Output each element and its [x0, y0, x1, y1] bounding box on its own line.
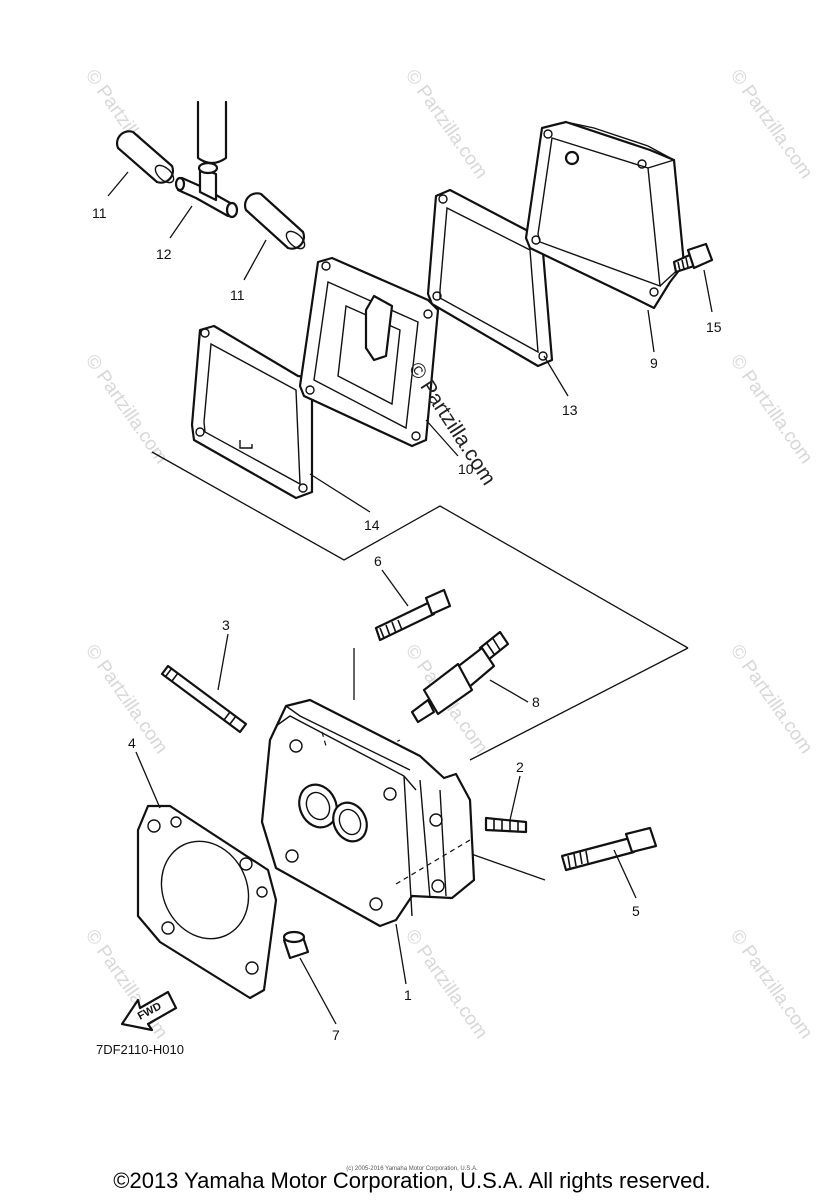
part-3-stud [160, 664, 248, 734]
part-10-breather-plate [298, 256, 440, 448]
callout-12: 12 [156, 246, 172, 262]
watermark: © Partzilla.com [726, 66, 817, 183]
watermark: © Partzilla.com [81, 641, 172, 758]
part-7-dowel-pin [282, 930, 310, 960]
callout-11: 11 [230, 287, 245, 303]
callout-15: 15 [706, 319, 722, 335]
part-5-bolt [560, 826, 658, 872]
callout-10: 10 [458, 461, 474, 477]
part-9-valve-cover [524, 120, 686, 310]
part-15-bolt [672, 242, 714, 274]
fine-print: (c) 2005-2016 Yamaha Motor Corporation, … [346, 1166, 478, 1172]
part-8-spark-plug [410, 630, 510, 724]
fwd-arrow: FWD [120, 990, 178, 1032]
callout-8: 8 [532, 694, 540, 710]
watermark: © Partzilla.com [726, 641, 817, 758]
watermark: © Partzilla.com [81, 351, 172, 468]
diagram-code: 7DF2110-H010 [96, 1042, 184, 1057]
part-14-gasket [190, 324, 314, 500]
callout-11: 11 [92, 205, 107, 221]
part-4-head-gasket [136, 804, 278, 1000]
callout-6: 6 [374, 553, 382, 569]
part-12-t-fitting [174, 161, 239, 219]
part-2-stud [484, 816, 528, 834]
callout-4: 4 [128, 735, 136, 751]
part-1-cylinder-head [260, 698, 476, 928]
watermark: © Partzilla.com [726, 351, 817, 468]
vent-hose-top [196, 100, 228, 165]
copyright-text: ©2013 Yamaha Motor Corporation, U.S.A. A… [113, 1168, 710, 1193]
leader-lines [107, 171, 713, 1025]
callout-3: 3 [222, 617, 230, 633]
callout-13: 13 [562, 402, 578, 418]
callout-1: 1 [404, 987, 412, 1003]
part-11-hose-lower [243, 192, 306, 250]
callout-2: 2 [516, 759, 524, 775]
callout-14: 14 [364, 517, 380, 533]
watermark: © Partzilla.com [401, 926, 492, 1043]
callout-9: 9 [650, 355, 658, 371]
callout-labels: 11 12 11 14 10 13 9 15 6 3 8 4 2 5 1 7 [92, 205, 722, 1043]
part-11-hose-upper [115, 130, 175, 184]
callout-7: 7 [332, 1027, 340, 1043]
watermark: © Partzilla.com [401, 66, 492, 183]
part-6-bolt [374, 588, 452, 642]
watermark: © Partzilla.com [726, 926, 817, 1043]
callout-5: 5 [632, 903, 640, 919]
